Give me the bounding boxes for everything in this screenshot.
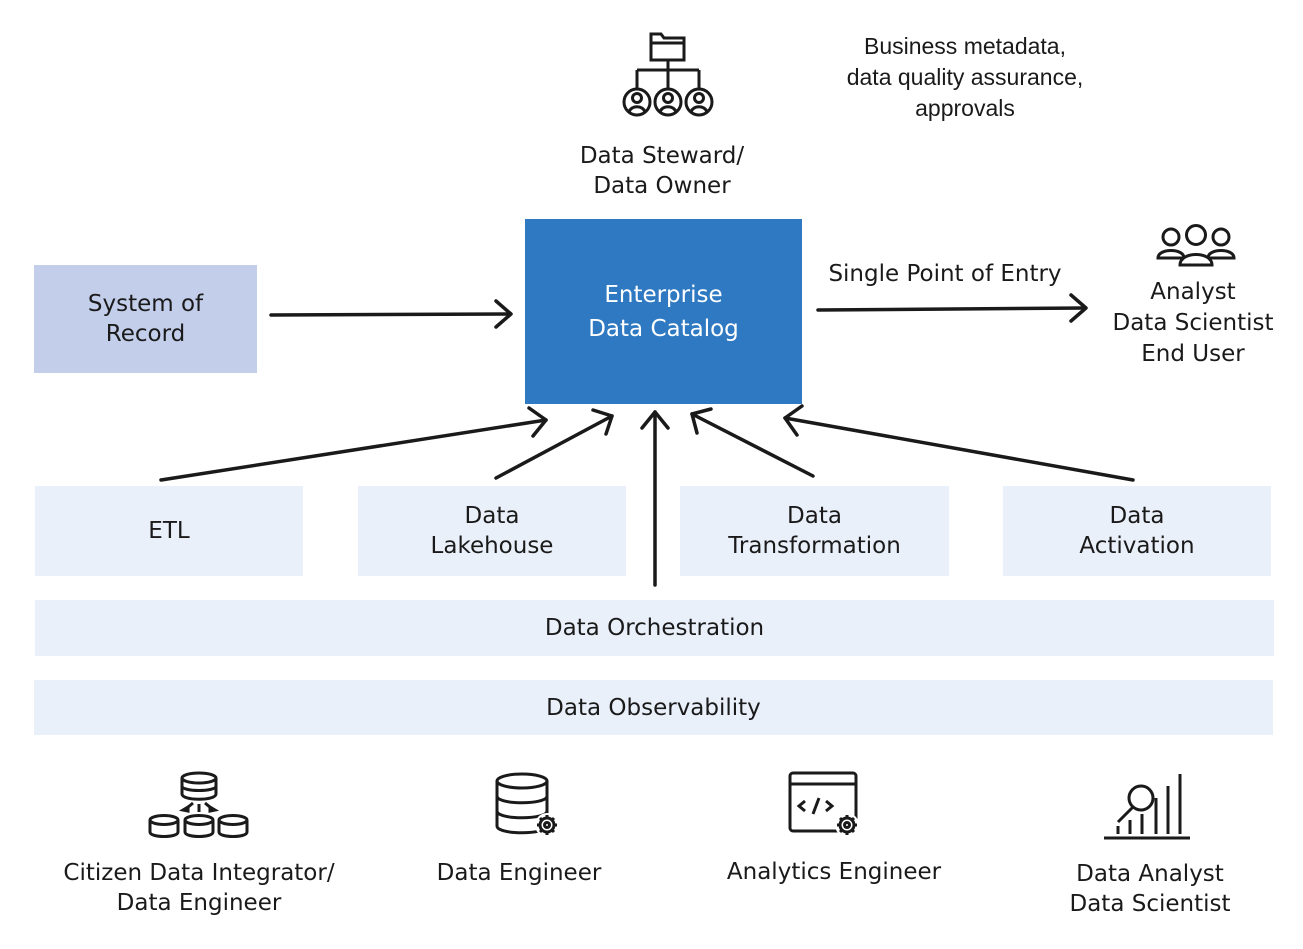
database-gear-icon bbox=[495, 772, 559, 837]
source-box-lakehouse: Data Lakehouse bbox=[358, 486, 626, 576]
analytics-magnifier-icon bbox=[1104, 774, 1190, 840]
observability-label: Data Observability bbox=[546, 694, 761, 721]
source-box-etl: ETL bbox=[35, 486, 303, 576]
arrow-catalog-to-consumers bbox=[816, 306, 1087, 312]
source-label-lakehouse: Data Lakehouse bbox=[430, 503, 554, 559]
arrow-lakehouse-to-catalog bbox=[494, 414, 614, 480]
catalog-label: Enterprise Data Catalog bbox=[588, 281, 739, 342]
arrow-etl-to-catalog bbox=[159, 418, 548, 482]
system-of-record-label: System of Record bbox=[87, 291, 204, 347]
steward-label: Data Steward/ Data Owner bbox=[579, 143, 745, 199]
database-integration-icon bbox=[148, 771, 249, 838]
single-point-of-entry-label: Single Point of Entry bbox=[828, 261, 1062, 287]
source-label-transformation: Data Transformation bbox=[728, 503, 901, 559]
persona-label-analytics-engineer: Analytics Engineer bbox=[726, 859, 942, 885]
arrow-transformation-to-catalog bbox=[690, 412, 815, 478]
source-box-transformation: Data Transformation bbox=[680, 486, 949, 576]
persona-label-data-engineer: Data Engineer bbox=[436, 860, 602, 886]
source-label-etl: ETL bbox=[148, 518, 190, 544]
system-of-record-box: System of Record bbox=[34, 265, 257, 373]
observability-layer: Data Observability bbox=[34, 680, 1273, 735]
arrow-system-to-catalog bbox=[269, 312, 512, 317]
source-label-activation: Data Activation bbox=[1079, 503, 1195, 559]
org-chart-people-icon bbox=[622, 32, 714, 117]
enterprise-data-catalog-box: Enterprise Data Catalog bbox=[525, 219, 802, 404]
arrow-activation-to-catalog bbox=[783, 416, 1135, 482]
orchestration-label: Data Orchestration bbox=[544, 615, 765, 641]
user-group-icon bbox=[1156, 224, 1236, 267]
governance-note: Business metadata, data quality assuranc… bbox=[846, 33, 1084, 121]
source-box-activation: Data Activation bbox=[1003, 486, 1271, 576]
orchestration-layer: Data Orchestration bbox=[35, 600, 1274, 656]
persona-label-analyst-scientist: Data Analyst Data Scientist bbox=[1069, 861, 1231, 917]
code-window-gear-icon bbox=[788, 771, 859, 837]
consumers-label: Analyst Data Scientist End User bbox=[1112, 279, 1274, 367]
persona-label-citizen-integrator: Citizen Data Integrator/ Data Engineer bbox=[63, 860, 335, 916]
